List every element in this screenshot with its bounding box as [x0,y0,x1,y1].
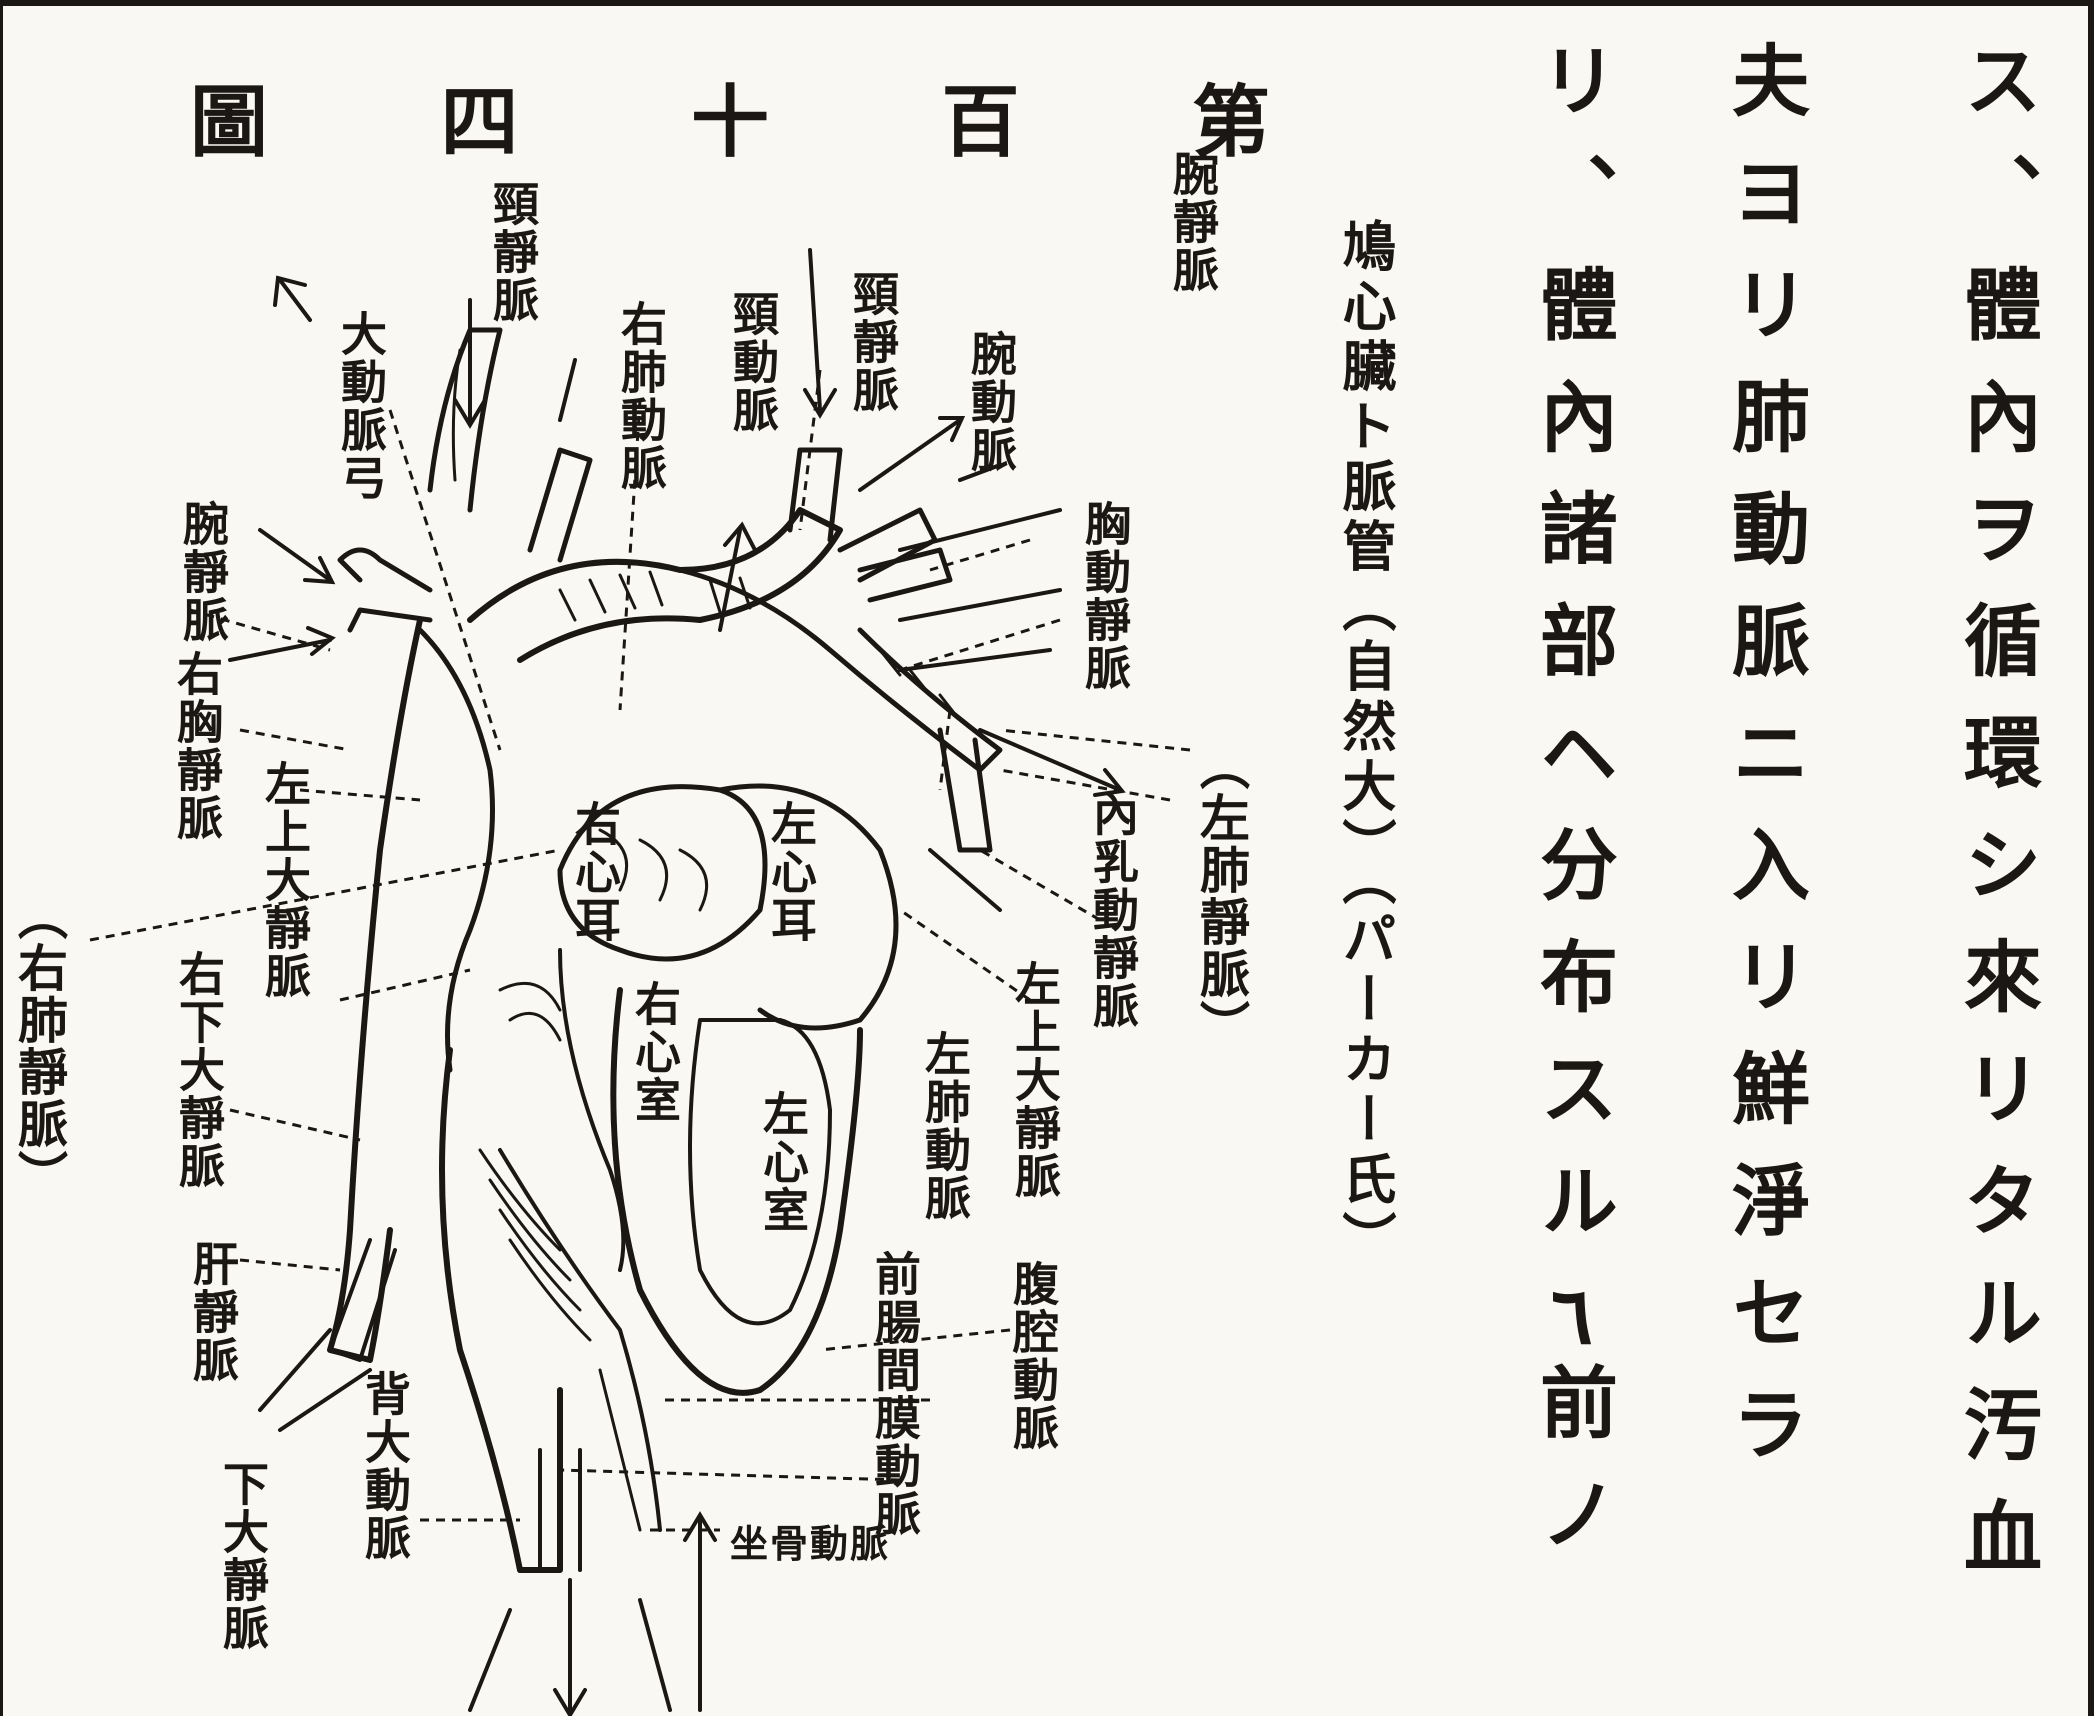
label-aortic-arch: 大動脈弓 [334,310,388,502]
label-right-pulmonary-vein: （右肺靜脈） [10,890,69,1202]
figure-title-char: 四 [440,77,519,168]
label-left-ventricle: 左心室 [756,1090,810,1234]
frame-top-border [0,0,2094,6]
label-right-inferior-vena-cava: 右下大靜脈 [172,950,226,1190]
label-thoracic-vessels: 胸動靜脈 [1078,500,1132,692]
label-left-pulmonary-artery: 左肺動脈 [918,1030,972,1222]
frame-right-border [2088,0,2094,1716]
label-right-thoracic-vein: 右胸靜脈 [170,650,224,842]
label-carotid-artery: 頸動脈 [726,290,780,434]
frame-left-border [0,0,3,1716]
label-anterior-mesenteric-artery: 前腸間膜動脈 [868,1250,922,1538]
label-left-superior-vena-cava-right: 左上大靜脈 [1008,960,1062,1200]
label-hepatic-vein: 肝靜脈 [186,1240,240,1384]
figure-title-char: 百 [941,77,1020,168]
label-right-ventricle: 右心室 [628,980,682,1124]
body-text-column-3: リ、體內諸部ヘ分布スル٦前ノ [1527,40,1618,1586]
body-text-column-2: 夫ヨリ肺動脈ニ入リ鮮淨セラ [1719,40,1810,1496]
label-left-pulmonary-vein: （左肺靜脈） [1192,740,1251,1052]
label-coeliac-artery: 腹腔動脈 [1006,1260,1060,1452]
figure-title-char: 十 [691,77,770,168]
label-left-superior-vena-cava: 左上大靜脈 [258,760,312,1000]
label-left-auricle: 左心耳 [764,800,818,944]
heart-illustration [89,248,1191,1716]
label-jugular-vein-right: 頸靜脈 [846,270,900,414]
label-jugular-vein-left: 頸靜脈 [486,180,540,324]
label-brachial-vein-top: 腕靜脈 [1166,150,1220,294]
figure-title-char: 第 [1191,77,1270,168]
figure-title: 第 百 十 四 圖 [190,60,1270,172]
heart-diagram: 腕靜脈 頸靜脈 大動脈弓 右肺動脈 頸動脈 頸靜脈 腕動脈 腕靜脈 胸動靜脈 右… [0,150,1300,1716]
label-right-pulmonary-artery: 右肺動脈 [614,300,668,492]
label-brachial-vein-left: 腕靜脈 [176,500,230,644]
label-internal-mammary-vessels: 內乳動靜脈 [1086,790,1140,1030]
label-brachial-artery: 腕動脈 [964,330,1018,474]
body-text-column-1: ス、體內ヲ循環シ來リタル汚血 [1951,40,2042,1608]
figure-caption: 鳩心臟ト脈管（自然大）（パーカー氏） [1333,218,1397,1271]
label-dorsal-aorta: 背大動脈 [358,1370,412,1562]
figure-title-char: 圖 [190,77,269,168]
label-sciatic-artery: 坐骨動脈 [730,1521,891,1566]
label-right-auricle: 右心耳 [568,800,622,944]
label-inferior-vena-cava: 下大靜脈 [216,1460,270,1652]
